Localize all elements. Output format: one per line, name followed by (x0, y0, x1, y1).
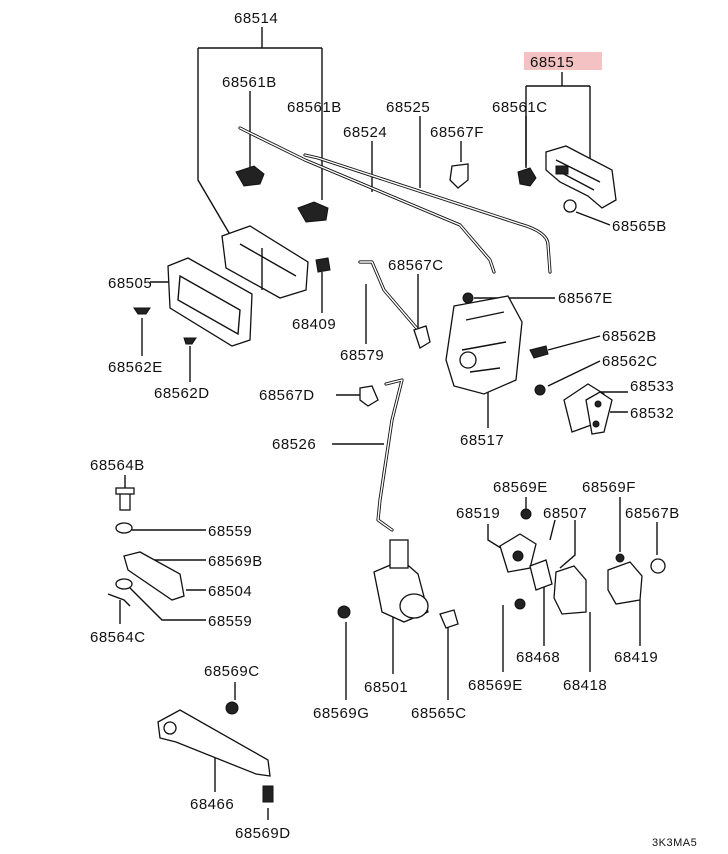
washer-68559-lower[interactable] (115, 578, 133, 590)
label-68561b-lower[interactable]: 68561B (287, 99, 342, 116)
label-68562e[interactable]: 68562E (108, 359, 163, 376)
highlight-68515 (524, 52, 602, 70)
label-68564c[interactable]: 68564C (90, 629, 146, 646)
bracket-68418[interactable] (553, 565, 587, 615)
label-68409[interactable]: 68409 (292, 316, 336, 333)
bushing-68519[interactable] (499, 533, 537, 573)
clip-68561b-upper[interactable] (235, 165, 265, 187)
screw-68562b[interactable] (529, 345, 549, 359)
label-68561b-upper[interactable]: 68561B (222, 74, 277, 91)
inside-handle-68514[interactable] (221, 225, 309, 299)
striker-plate-68532[interactable] (585, 391, 613, 435)
label-68567d[interactable]: 68567D (259, 387, 315, 404)
outer-handle-68515[interactable] (545, 145, 617, 209)
label-68559-upper[interactable]: 68559 (208, 523, 252, 540)
lever-68466[interactable] (157, 709, 271, 777)
label-68567e[interactable]: 68567E (558, 290, 613, 307)
label-68569g[interactable]: 68569G (313, 705, 369, 722)
label-68569f[interactable]: 68569F (582, 479, 636, 496)
screw-68569c[interactable] (225, 701, 239, 715)
label-68579[interactable]: 68579 (340, 347, 384, 364)
label-68567f[interactable]: 68567F (430, 124, 484, 141)
label-68515[interactable]: 68515 (530, 54, 574, 71)
label-68559-lower[interactable]: 68559 (208, 613, 252, 630)
plate-68468[interactable] (529, 559, 553, 591)
label-68561c[interactable]: 68561C (492, 99, 548, 116)
screw-68569d[interactable] (262, 785, 274, 803)
label-68504[interactable]: 68504 (208, 583, 252, 600)
clip-68567c[interactable] (413, 325, 431, 349)
screw-68565b[interactable] (563, 199, 577, 213)
washer-68559-upper[interactable] (115, 522, 133, 534)
label-68564b[interactable]: 68564B (90, 457, 145, 474)
rods (238, 126, 552, 532)
screw-68562e[interactable] (133, 307, 151, 315)
clip-68561c[interactable] (517, 167, 537, 187)
label-68562d[interactable]: 68562D (154, 385, 210, 402)
clip-68565c[interactable] (439, 609, 459, 629)
label-68569b[interactable]: 68569B (208, 553, 263, 570)
label-68533[interactable]: 68533 (630, 378, 674, 395)
label-68507[interactable]: 68507 (543, 505, 587, 522)
spring-68564c[interactable] (107, 593, 131, 607)
label-68505[interactable]: 68505 (108, 275, 152, 292)
clip-68567b[interactable] (650, 558, 666, 574)
screw-68569e-upper[interactable] (520, 508, 532, 520)
label-68418[interactable]: 68418 (563, 677, 607, 694)
label-68419[interactable]: 68419 (614, 649, 658, 666)
label-68468[interactable]: 68468 (516, 649, 560, 666)
label-68569c[interactable]: 68569C (204, 663, 260, 680)
clip-68567d[interactable] (359, 385, 379, 407)
bolt-68564b[interactable] (115, 487, 135, 511)
label-68565c[interactable]: 68565C (411, 705, 467, 722)
actuator-68501[interactable] (373, 539, 429, 623)
label-68517[interactable]: 68517 (460, 432, 504, 449)
label-68567b[interactable]: 68567B (625, 505, 680, 522)
label-68466[interactable]: 68466 (190, 796, 234, 813)
escutcheon-68505[interactable] (167, 257, 253, 347)
screw-68562d[interactable] (183, 337, 197, 345)
clip-68567e[interactable] (462, 292, 474, 304)
screw-68562c[interactable] (534, 384, 546, 396)
label-68514[interactable]: 68514 (234, 10, 278, 27)
clip-68567f[interactable] (449, 163, 469, 189)
label-68569d[interactable]: 68569D (235, 825, 291, 842)
leader-lines (119, 27, 658, 820)
label-68526[interactable]: 68526 (272, 436, 316, 453)
label-68569e-upper[interactable]: 68569E (493, 479, 548, 496)
screw-68569f[interactable] (615, 553, 625, 563)
screw-68569e-lower[interactable] (514, 598, 526, 610)
link-68504[interactable] (123, 551, 185, 601)
label-68569e-lower[interactable]: 68569E (468, 677, 523, 694)
label-68532[interactable]: 68532 (630, 405, 674, 422)
latch-68517[interactable] (445, 295, 523, 395)
label-68519[interactable]: 68519 (456, 505, 500, 522)
label-68501[interactable]: 68501 (364, 679, 408, 696)
label-68562b[interactable]: 68562B (602, 328, 657, 345)
diagram-code: 3K3MA5 (652, 837, 697, 849)
clip-68409[interactable] (315, 257, 331, 273)
switch-68419[interactable] (607, 561, 643, 605)
label-68567c[interactable]: 68567C (388, 257, 444, 274)
label-68565b[interactable]: 68565B (612, 218, 667, 235)
label-68525[interactable]: 68525 (386, 99, 430, 116)
bolt-68569g[interactable] (337, 605, 351, 619)
label-68562c[interactable]: 68562C (602, 353, 658, 370)
label-68524[interactable]: 68524 (343, 124, 387, 141)
clip-68561b-lower[interactable] (297, 201, 329, 223)
